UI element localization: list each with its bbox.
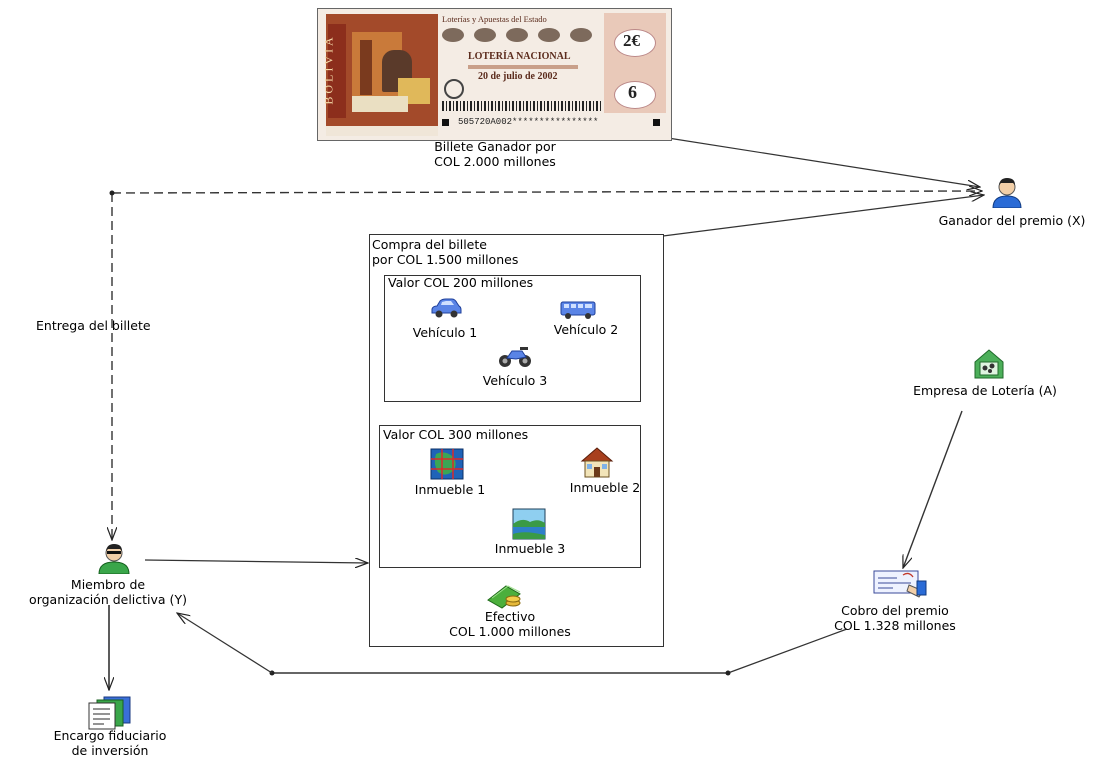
ticket-date: 20 de julio de 2002: [478, 71, 558, 82]
house-icon: [580, 447, 614, 478]
map-grid-icon: [430, 448, 464, 480]
property-2-label: Inmueble 2: [569, 480, 641, 495]
vehicles-box: [384, 275, 641, 402]
arrow-ticket-to-winner: [667, 137, 980, 187]
member-label: Miembro de organización delictiva (Y): [29, 577, 187, 607]
dashed-line-delivery-top: [111, 191, 982, 193]
arrow-prize-to-member: [177, 613, 273, 674]
arrow-member-to-purchase: [144, 560, 368, 563]
documents-icon: [88, 696, 131, 730]
car-icon: [431, 298, 462, 318]
properties-title: Valor COL 300 millones: [383, 427, 529, 442]
winner-person-icon: [992, 178, 1022, 208]
vehicle-2-label: Vehículo 2: [553, 322, 619, 337]
ticket-side-text: BOLIVIA: [321, 34, 336, 105]
ticket-number: 6: [628, 82, 637, 102]
delivery-label: Entrega del billete: [36, 318, 151, 333]
ticket-price: 2€: [623, 31, 640, 50]
lottery-ticket-image: BOLIVIA Loterías y Apuestas del Estado L…: [317, 8, 672, 141]
arrow-purchase-to-winner: [662, 195, 984, 237]
arrow-company-to-prize: [903, 410, 963, 568]
bus-icon: [560, 301, 596, 319]
ticket-brand: LOTERÍA NACIONAL: [468, 51, 571, 62]
lottery-company-label: Empresa de Lotería (A): [913, 383, 1057, 398]
cash-icon: [487, 585, 521, 609]
ticket-header: Loterías y Apuestas del Estado: [442, 14, 547, 24]
member-person-icon: [98, 544, 130, 574]
vehicle-1-label: Vehículo 1: [412, 325, 478, 340]
property-3-label: Inmueble 3: [494, 541, 566, 556]
ticket-serial: 505720A002****************: [458, 117, 599, 127]
prize-check-icon: [873, 570, 927, 598]
lottery-company-icon: [974, 349, 1004, 379]
landscape-icon: [512, 508, 546, 540]
cash-label: Efectivo COL 1.000 millones: [449, 609, 571, 639]
vehicles-title: Valor COL 200 millones: [388, 275, 534, 290]
prize-label: Cobro del premio COL 1.328 millones: [834, 603, 956, 633]
winner-label: Ganador del premio (X): [938, 213, 1086, 228]
trust-label: Encargo fiduciario de inversión: [53, 728, 167, 758]
motorcycle-icon: [499, 347, 531, 367]
vehicle-3-label: Vehículo 3: [482, 373, 548, 388]
property-1-label: Inmueble 1: [414, 482, 486, 497]
purchase-title: Compra del billete por COL 1.500 millone…: [372, 237, 519, 267]
ticket-caption: Billete Ganador por COL 2.000 millones: [434, 139, 556, 169]
